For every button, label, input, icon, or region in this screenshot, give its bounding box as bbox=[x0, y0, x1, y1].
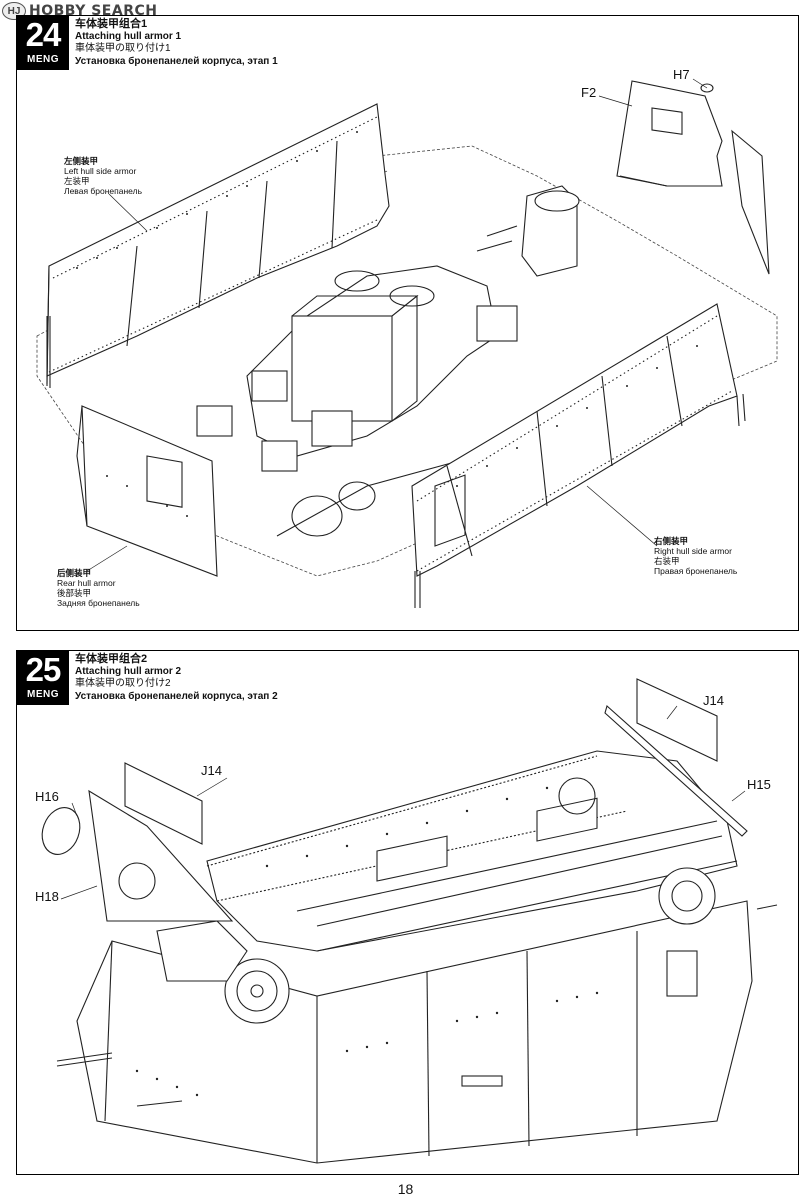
callout-en: Left hull side armor bbox=[64, 166, 137, 176]
step-25-titles: 车体装甲组合2 Attaching hull armor 2 車体装甲の取り付け… bbox=[75, 653, 278, 703]
title-japanese: 車体装甲の取り付け2 bbox=[75, 678, 171, 689]
part-label-f2: F2 bbox=[581, 85, 597, 100]
step-25-assembly-drawing bbox=[41, 678, 778, 1164]
callout-ru: Задняя бронепанель bbox=[57, 598, 140, 608]
step-24-assembly-drawing bbox=[36, 78, 778, 608]
step-24-panel: 24 MENG 车体装甲组合1 Attaching hull armor 1 車… bbox=[16, 15, 799, 631]
callout-cn: 左侧装甲 bbox=[64, 156, 99, 166]
callout-jp: 左装甲 bbox=[64, 176, 90, 186]
brand-logo: MENG bbox=[27, 689, 59, 700]
title-chinese: 车体装甲组合2 bbox=[75, 653, 148, 665]
callout-right-hull-armor: 右侧装甲 Right hull side armor 右装甲 Правая бр… bbox=[654, 536, 737, 576]
callout-cn: 右侧装甲 bbox=[654, 536, 689, 546]
step-25-badge: 25 MENG bbox=[17, 651, 69, 705]
step-24-badge: 24 MENG bbox=[17, 16, 69, 70]
callout-en: Right hull side armor bbox=[654, 546, 732, 556]
page-number: 18 bbox=[397, 1181, 414, 1197]
title-chinese: 车体装甲组合1 bbox=[75, 18, 148, 30]
title-russian: Установка бронепанелей корпуса, этап 1 bbox=[75, 55, 278, 67]
part-label-h15: H15 bbox=[747, 777, 771, 792]
title-english: Attaching hull armor 1 bbox=[75, 30, 182, 42]
title-english: Attaching hull armor 2 bbox=[75, 665, 182, 677]
callout-left-hull-armor: 左侧装甲 Left hull side armor 左装甲 Левая брон… bbox=[64, 156, 142, 196]
title-japanese: 車体装甲の取り付け1 bbox=[75, 43, 171, 54]
step-number: 24 bbox=[25, 16, 62, 53]
part-label-h7: H7 bbox=[673, 67, 690, 82]
title-russian: Установка бронепанелей корпуса, этап 2 bbox=[75, 690, 278, 702]
callout-en: Rear hull armor bbox=[57, 578, 116, 588]
callout-jp: 右装甲 bbox=[654, 556, 680, 566]
callout-jp: 後部装甲 bbox=[57, 588, 92, 598]
part-label-j14-left: J14 bbox=[201, 763, 222, 778]
step-25-panel: 25 MENG 车体装甲组合2 Attaching hull armor 2 車… bbox=[16, 650, 799, 1175]
part-label-h16: H16 bbox=[35, 789, 59, 804]
callout-rear-hull-armor: 后侧装甲 Rear hull armor 後部装甲 Задняя бронепа… bbox=[57, 568, 140, 608]
brand-logo: MENG bbox=[27, 54, 59, 65]
step-24-titles: 车体装甲组合1 Attaching hull armor 1 車体装甲の取り付け… bbox=[75, 18, 278, 68]
callout-ru: Правая бронепанель bbox=[654, 566, 738, 576]
callout-cn: 后侧装甲 bbox=[57, 568, 92, 578]
step-number: 25 bbox=[25, 651, 62, 688]
part-label-h18: H18 bbox=[35, 889, 59, 904]
part-label-j14-right: J14 bbox=[703, 693, 724, 708]
callout-ru: Левая бронепанель bbox=[64, 186, 143, 196]
